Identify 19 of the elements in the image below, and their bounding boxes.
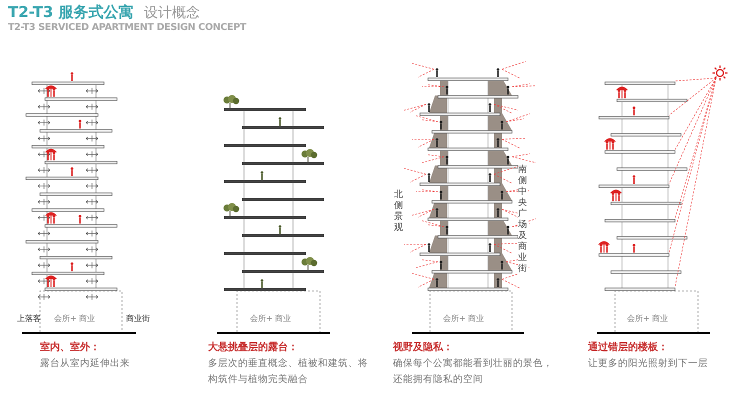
- concept-text: 露台从室内延伸出来: [40, 357, 131, 371]
- area-label: 会所+ 商业: [627, 313, 668, 324]
- concept-heading: 通过错层的楼板：: [588, 340, 668, 354]
- title: T2-T3 服务式公寓: [8, 3, 134, 22]
- concept-text: 让更多的阳光照射到下一层: [588, 357, 709, 371]
- subtitle: 设计概念: [144, 4, 200, 22]
- concept-text: 确保每个公寓都能看到壮丽的景色，还能拥有隐私的空间: [393, 357, 554, 387]
- view-label: 北侧景观: [394, 190, 404, 234]
- area-label: 会所+ 商业: [54, 313, 96, 324]
- concept-heading: 视野及隐私：: [393, 340, 453, 354]
- concept-heading: 室内、室外：: [40, 340, 100, 354]
- area-label: 上落客: [17, 313, 41, 324]
- area-label: 商业街: [126, 313, 150, 324]
- subtitle: T2-T3 SERVICED APARTMENT DESIGN CONCEPT: [8, 22, 246, 33]
- view-label: 南侧中央广场及商业街: [518, 165, 528, 275]
- area-label: 会所+ 商业: [443, 313, 484, 324]
- concept-heading: 大悬挑叠层的露台：: [208, 340, 298, 354]
- area-label: 会所+ 商业: [250, 313, 292, 324]
- concept-text: 多层次的垂直概念、植被和建筑、将构筑件与植物完美融合: [208, 357, 369, 387]
